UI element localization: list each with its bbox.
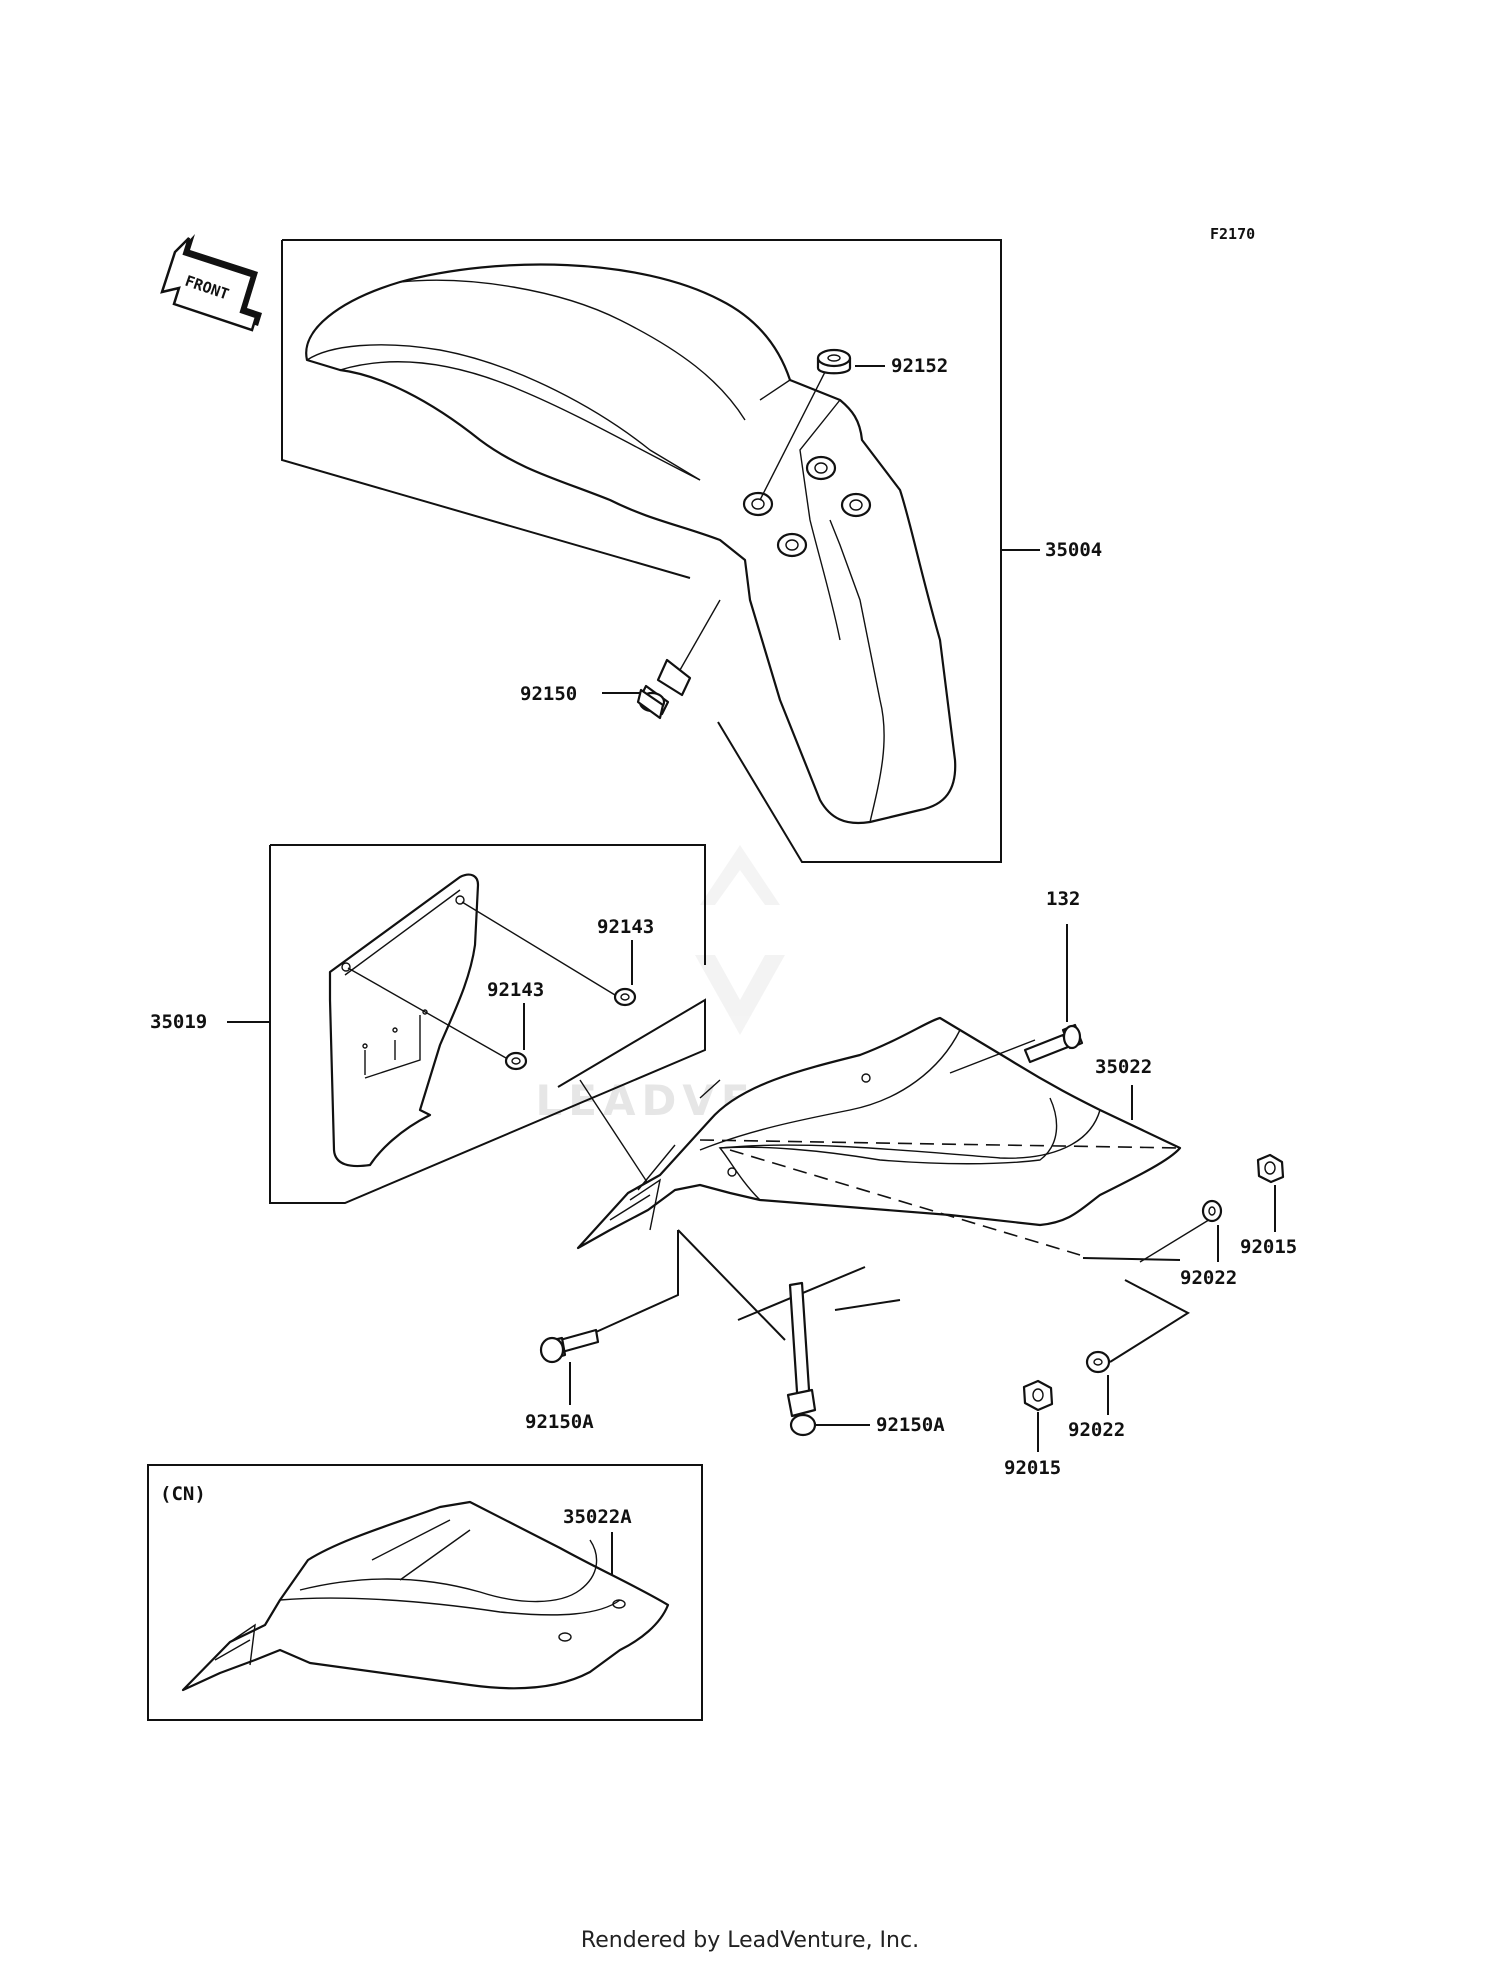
label-35019: 35019: [150, 1011, 207, 1033]
front-arrow-icon: FRONT: [160, 234, 262, 332]
front-fender-box: [281, 239, 1002, 863]
figure-code: F2170: [1210, 225, 1255, 243]
leader-132-to-fender: [949, 1039, 1036, 1074]
leader-92150a-center-to-fender: [677, 1229, 786, 1341]
label-92022-right: 92022: [1180, 1267, 1237, 1289]
front-fender: [305, 263, 957, 825]
label-92143-lower: 92143: [487, 979, 544, 1001]
label-35022a: 35022A: [563, 1506, 632, 1528]
label-92015-right: 92015: [1240, 1236, 1297, 1258]
footer-credit: Rendered by LeadVenture, Inc.: [581, 1928, 919, 1953]
nut-92015-lower-icon: [1022, 1379, 1054, 1412]
leader-92022-lower-to-fender: [1109, 1279, 1191, 1363]
label-35004: 35004: [1045, 539, 1102, 561]
bolt-132-icon: [1023, 1023, 1084, 1064]
grommet-92143-upper-icon: [613, 987, 637, 1007]
label-92015-lower: 92015: [1004, 1457, 1061, 1479]
leader-plate-to-fender: [637, 1079, 721, 1191]
bolt-92150a-center-icon: [786, 1281, 817, 1437]
watermark-logo: [695, 845, 785, 1035]
label-92143-upper: 92143: [597, 916, 654, 938]
washer-92022-lower-icon: [1085, 1350, 1111, 1374]
leader-fender-lower: [1082, 1257, 1181, 1261]
label-92152: 92152: [891, 355, 948, 377]
bolt-92150a-left-icon: [539, 1328, 600, 1364]
number-plate-box: [269, 844, 706, 1204]
label-92150a-center: 92150A: [876, 1414, 945, 1436]
cn-label: (CN): [160, 1483, 206, 1505]
label-132: 132: [1046, 888, 1080, 910]
number-plate: [328, 873, 480, 1168]
leader-92152-fender: [759, 371, 826, 501]
leader-plate-grommets: [347, 901, 616, 1059]
leader-92022-right-to-fender: [1139, 1217, 1213, 1263]
leader-plate-to-fender-2: [579, 1079, 648, 1183]
label-35022: 35022: [1095, 1056, 1152, 1078]
leader-92150-fender: [679, 599, 721, 671]
washer-92022-right-icon: [1201, 1199, 1223, 1223]
grommet-92143-lower-icon: [504, 1051, 528, 1071]
nut-92015-right-icon: [1256, 1153, 1285, 1184]
label-92150a-left: 92150A: [525, 1411, 594, 1433]
rear-fender-cn: [181, 1500, 670, 1692]
collar-92152-icon: [816, 348, 852, 375]
leader-fender-side: [737, 1266, 901, 1321]
cn-variant-box: [147, 1464, 703, 1721]
rear-fender: [576, 1016, 1182, 1256]
label-92150: 92150: [520, 683, 577, 705]
label-92022-lower: 92022: [1068, 1419, 1125, 1441]
leader-92150a-left-to-fender: [595, 1230, 679, 1333]
bolt-92150-icon: [636, 658, 692, 720]
